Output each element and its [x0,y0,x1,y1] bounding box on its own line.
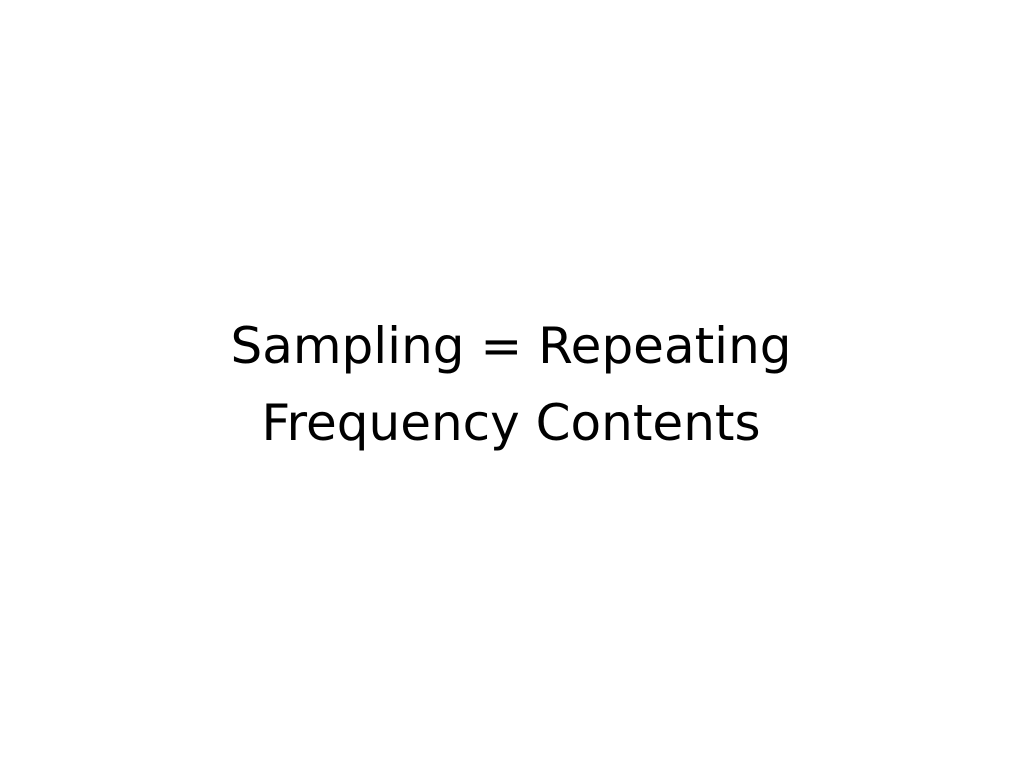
slide-title: Sampling = Repeating Frequency Contents [0,308,1022,462]
slide-title-line-2: Frequency Contents [261,394,761,452]
slide-title-line-1: Sampling = Repeating [230,317,792,375]
